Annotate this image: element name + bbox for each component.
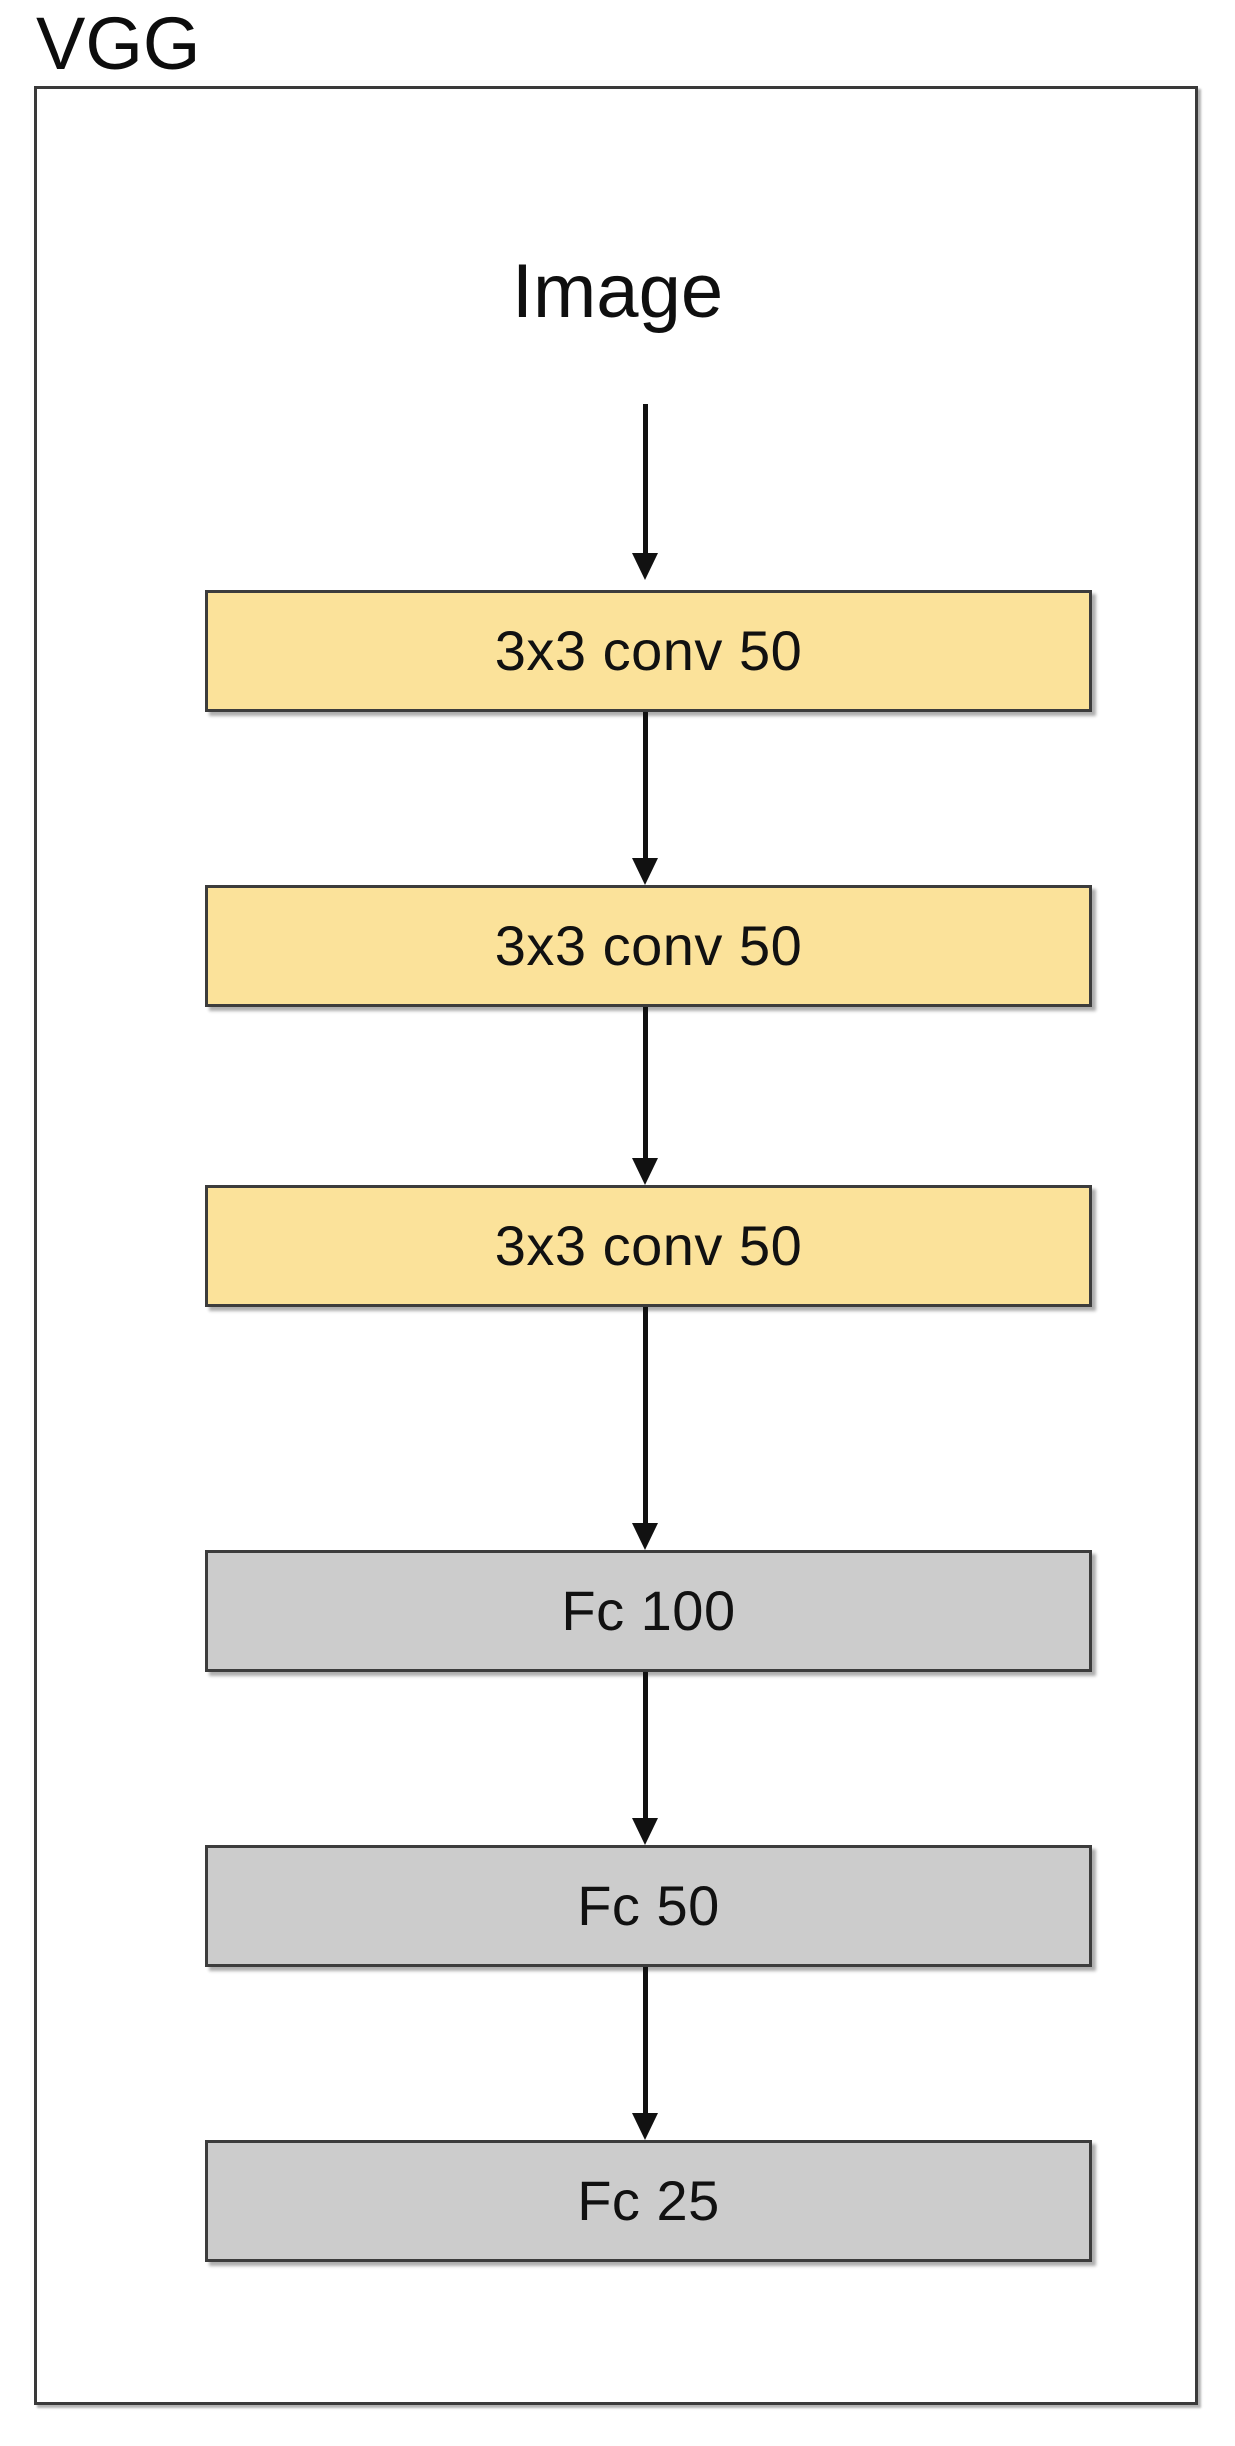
- arrow-shaft: [643, 1967, 648, 2113]
- layer-label: Fc 50: [577, 1874, 720, 1937]
- arrow-head-icon: [632, 1523, 658, 1550]
- arrow-conv-3-to-fc-100: [632, 1307, 658, 1550]
- arrow-shaft: [643, 1007, 648, 1158]
- layer-box-conv-1[interactable]: 3x3 conv 50: [205, 590, 1092, 712]
- layer-label: Fc 100: [561, 1579, 736, 1642]
- arrow-head-icon: [632, 858, 658, 885]
- arrow-head-icon: [632, 1158, 658, 1185]
- arrow-head-icon: [632, 553, 658, 580]
- layer-label: 3x3 conv 50: [494, 914, 803, 977]
- layer-box-fc-50[interactable]: Fc 50: [205, 1845, 1092, 1967]
- arrow-head-icon: [632, 2113, 658, 2140]
- layer-box-fc-25[interactable]: Fc 25: [205, 2140, 1092, 2262]
- arrow-shaft: [643, 404, 648, 553]
- arrow-fc-100-to-fc-50: [632, 1672, 658, 1845]
- layer-label: 3x3 conv 50: [494, 1214, 803, 1277]
- arrow-fc-50-to-fc-25: [632, 1967, 658, 2140]
- layer-box-conv-2[interactable]: 3x3 conv 50: [205, 885, 1092, 1007]
- arrow-head-icon: [632, 1818, 658, 1845]
- arrow-image-to-conv-1: [632, 404, 658, 580]
- arrow-shaft: [643, 1672, 648, 1818]
- arrow-shaft: [643, 1307, 648, 1523]
- layer-box-conv-3[interactable]: 3x3 conv 50: [205, 1185, 1092, 1307]
- arrow-conv-2-to-conv-3: [632, 1007, 658, 1185]
- layer-label: 3x3 conv 50: [494, 619, 803, 682]
- layer-box-fc-100[interactable]: Fc 100: [205, 1550, 1092, 1672]
- arrow-shaft: [643, 712, 648, 858]
- arrow-conv-1-to-conv-2: [632, 712, 658, 885]
- diagram-title: VGG: [36, 2, 201, 85]
- input-node-label: Image: [511, 249, 724, 334]
- layer-label: Fc 25: [577, 2169, 720, 2232]
